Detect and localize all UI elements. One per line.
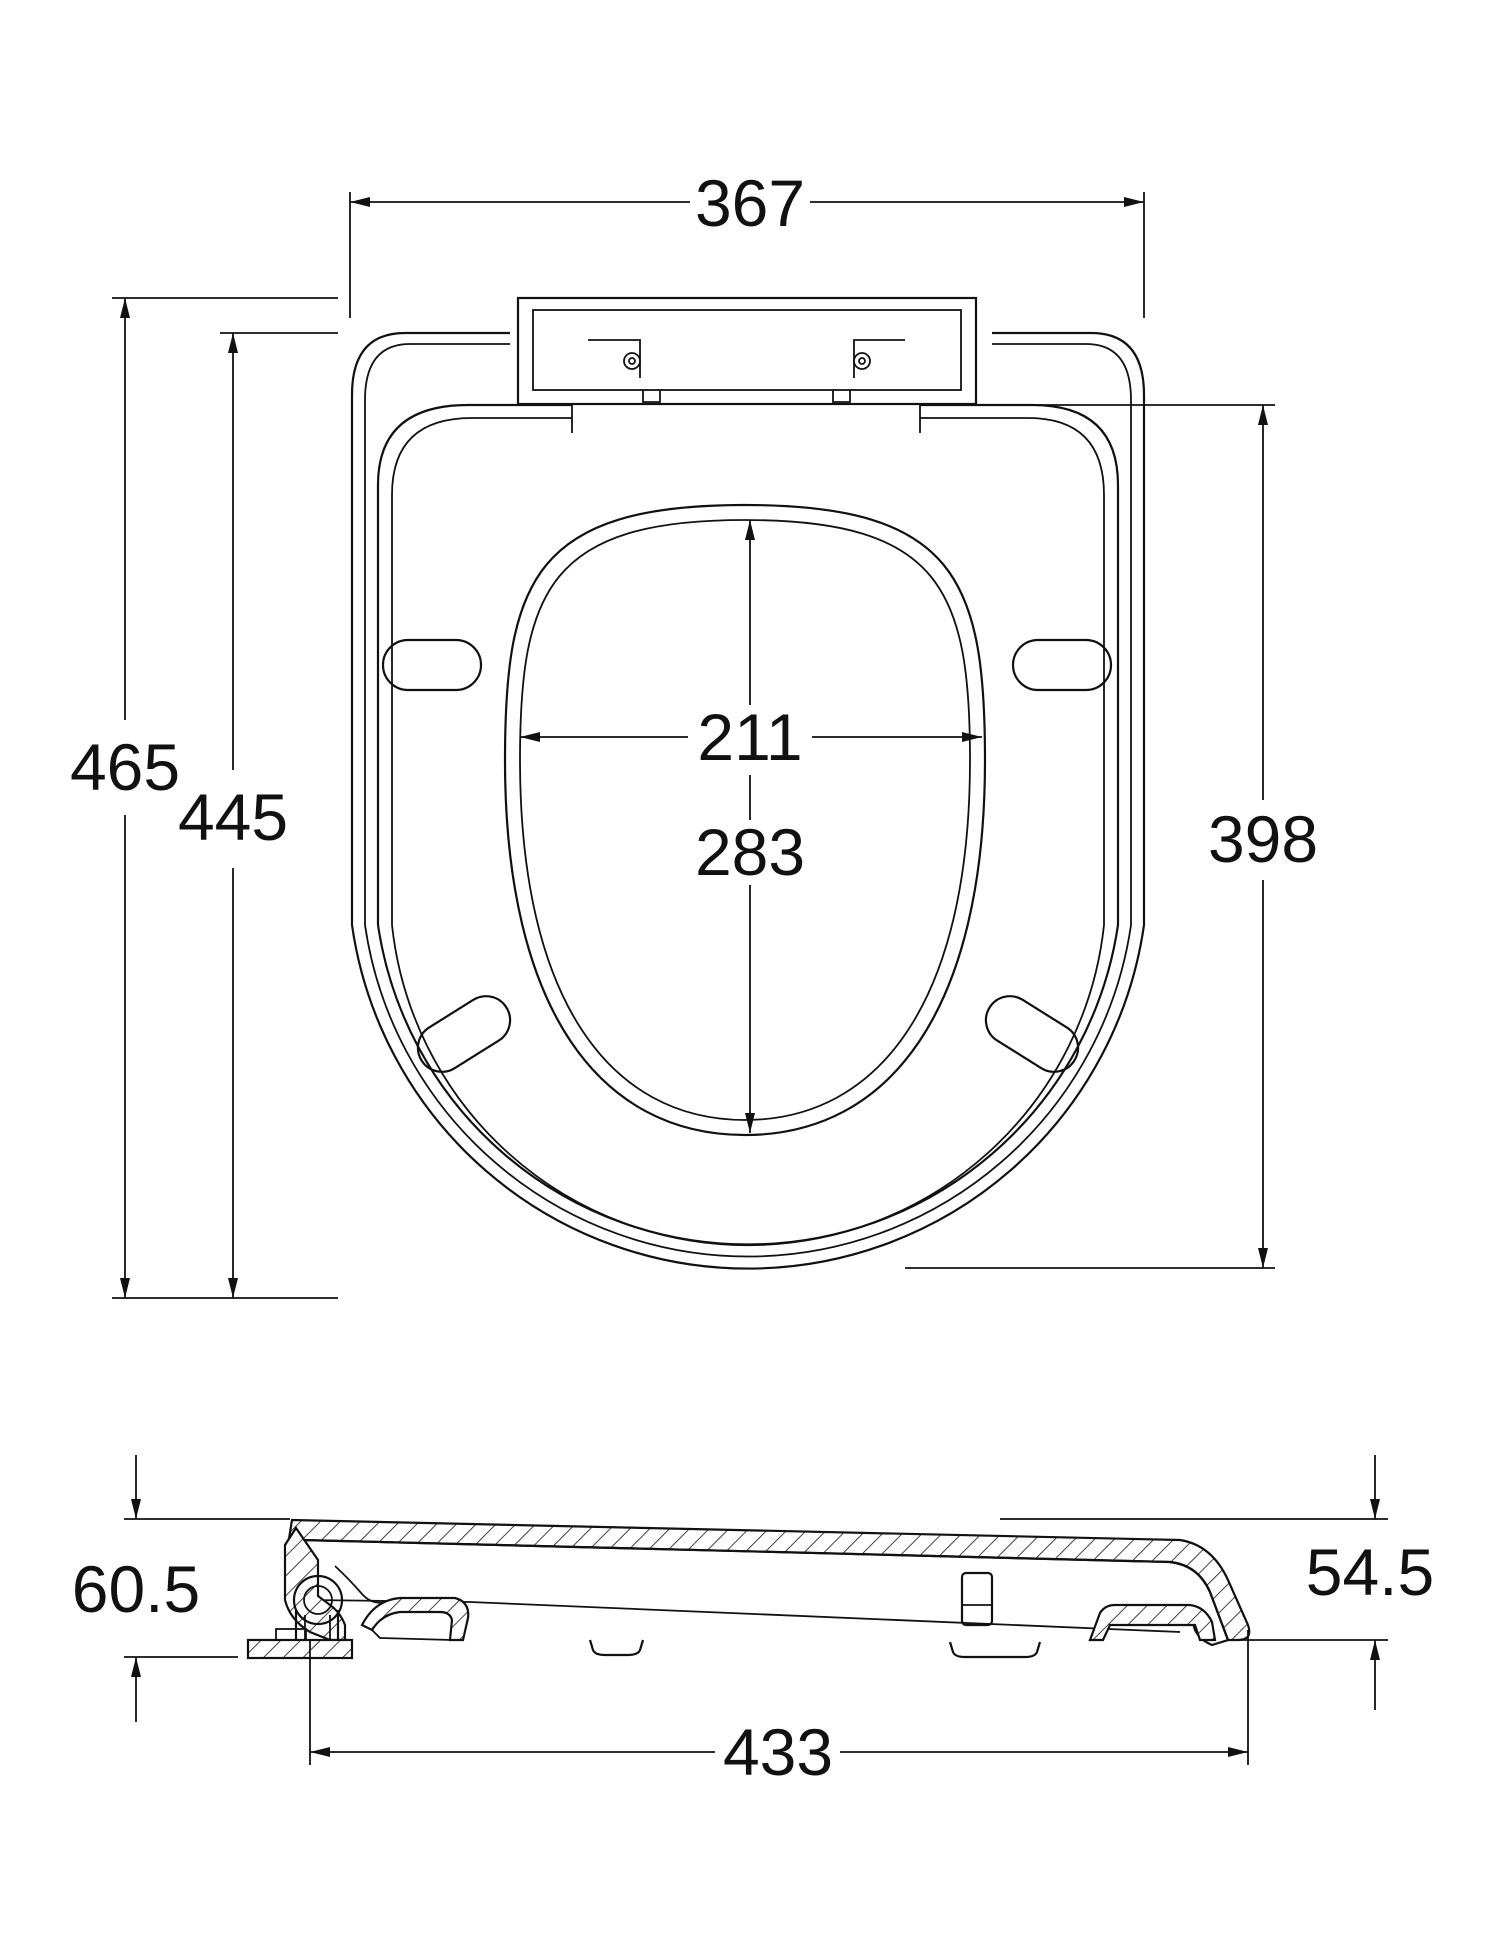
bumper-lower-left xyxy=(416,995,512,1073)
top-view: 367 465 445 398 211 xyxy=(70,166,1318,1299)
hinge-block xyxy=(516,296,978,433)
dimension-rear-height: 60.5 xyxy=(72,1455,290,1722)
dimension-overall-width: 367 xyxy=(349,166,1145,318)
seat-outer-rim xyxy=(364,343,1132,1258)
dimension-label-opening-width: 211 xyxy=(697,700,802,774)
rear-foot-section xyxy=(360,1596,470,1642)
side-view: 60.5 54.5 433 xyxy=(72,1455,1434,1789)
front-foot-section xyxy=(1088,1603,1217,1642)
rear-foot-edge xyxy=(371,1629,453,1641)
bumper-lower-right xyxy=(984,995,1080,1073)
dimension-label-seat-length: 445 xyxy=(178,780,288,854)
seat-body-outline xyxy=(287,1538,1230,1647)
seat-opening-outer xyxy=(503,503,987,1137)
dimension-label-front-height: 54.5 xyxy=(1306,1535,1434,1609)
dimension-overall-depth: 433 xyxy=(309,1630,1249,1789)
dimension-label-opening-length: 283 xyxy=(695,815,805,889)
dimension-overall-length: 465 xyxy=(70,297,338,1299)
bumper-upper-right xyxy=(1011,638,1113,692)
dimension-opening-length: 283 xyxy=(695,520,805,1133)
lid-inner-outline xyxy=(391,417,1105,1247)
dimension-seat-length: 445 xyxy=(178,332,338,1298)
bumper-tab-front xyxy=(948,1641,1042,1659)
dimension-label-rear-height: 60.5 xyxy=(72,1552,200,1626)
dimension-front-height: 54.5 xyxy=(1000,1455,1434,1710)
dimension-label-overall-depth: 433 xyxy=(723,1715,833,1789)
dimension-label-overall-width: 367 xyxy=(695,166,805,240)
dimension-inner-length: 398 xyxy=(905,404,1318,1269)
buffer-block xyxy=(960,1571,994,1627)
bumper-upper-left xyxy=(381,638,483,692)
hinge-assembly xyxy=(246,1526,386,1660)
seat-outer-outline xyxy=(350,331,1146,1270)
bumper-tab-rear xyxy=(588,1639,645,1657)
dimension-label-overall-length: 465 xyxy=(70,730,180,804)
seat-underside-line xyxy=(309,1599,1181,1633)
dimension-label-inner-length: 398 xyxy=(1208,802,1318,876)
dimension-opening-width: 211 xyxy=(520,700,982,774)
